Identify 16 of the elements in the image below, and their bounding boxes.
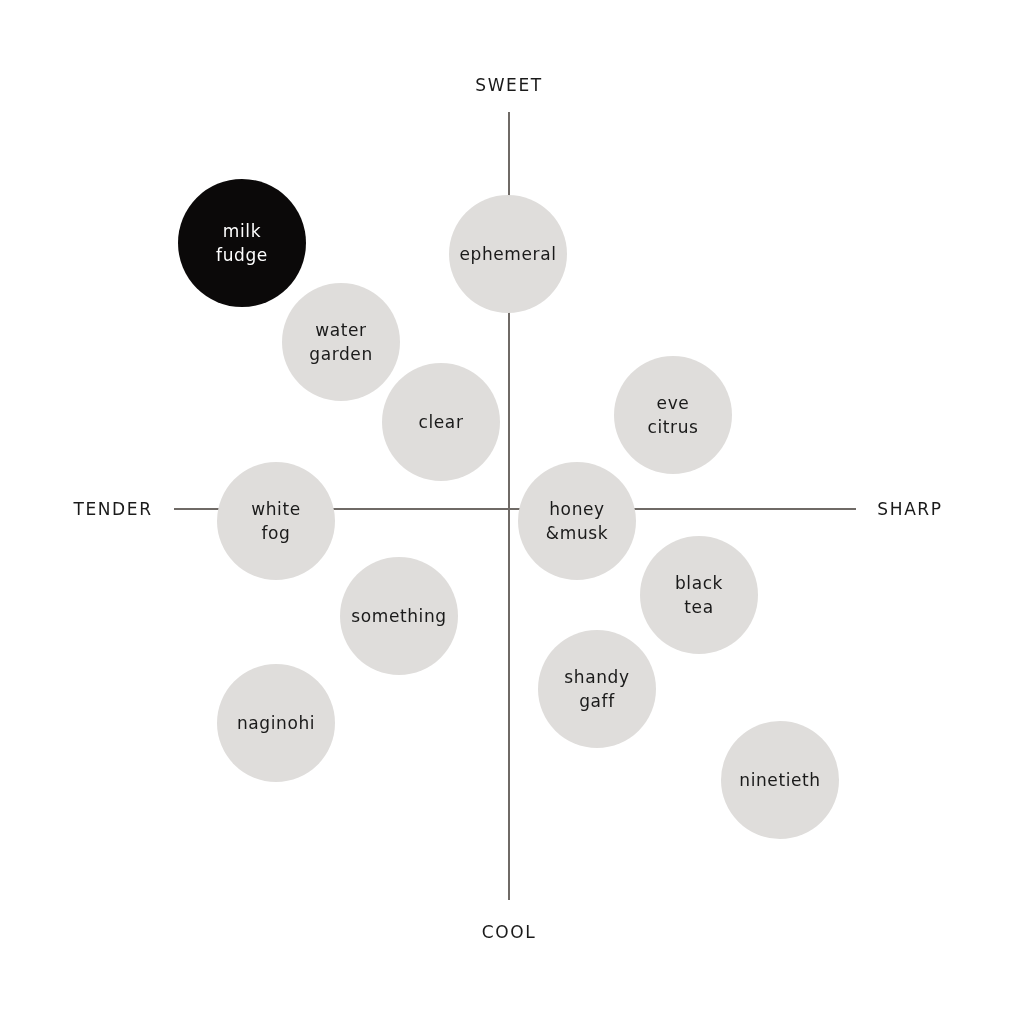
scent-name: eve citrus [647,392,699,439]
scent-name: honey &musk [545,498,609,545]
scent-name: black tea [674,572,724,619]
scent-name: ephemeral [459,243,557,266]
axis-label: SWEET [475,75,543,95]
scent-name: water garden [309,319,373,366]
scent-name: clear [418,411,464,434]
scent-name: naginohi [236,712,316,735]
scent-name: milk fudge [216,220,268,267]
scent-name: something [351,605,447,628]
scent-name: ninetieth [739,769,821,792]
axis-label: COOL [481,922,537,942]
axis-label: TENDER [73,499,153,519]
scent-name: shandy gaff [564,666,630,713]
axis-label: SHARP [877,499,943,519]
scent-name: white fog [251,498,301,545]
